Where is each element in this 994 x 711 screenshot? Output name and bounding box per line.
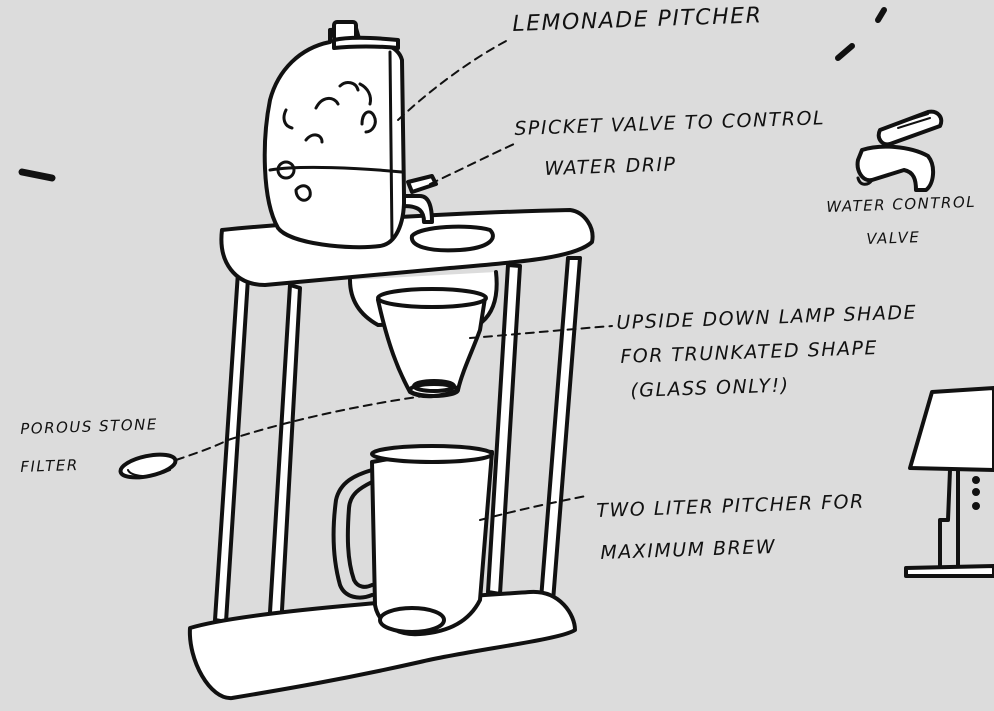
label-water-control-line2: VALVE <box>866 228 921 248</box>
lamp-shade-funnel <box>350 272 497 396</box>
label-spicket-valve-line2: WATER DRIP <box>544 153 677 180</box>
stray-mark-top-right-1 <box>878 10 884 20</box>
stray-mark-left <box>22 172 52 178</box>
lemonade-pitcher <box>265 22 404 247</box>
water-control-valve-icon <box>858 112 942 190</box>
stray-mark-top-right-2 <box>838 46 852 58</box>
label-porous-stone-line2: FILTER <box>20 456 79 476</box>
board-drip-hole <box>412 227 493 251</box>
porous-stone-filter-icon <box>119 450 178 481</box>
table-lamp-icon <box>906 388 994 576</box>
